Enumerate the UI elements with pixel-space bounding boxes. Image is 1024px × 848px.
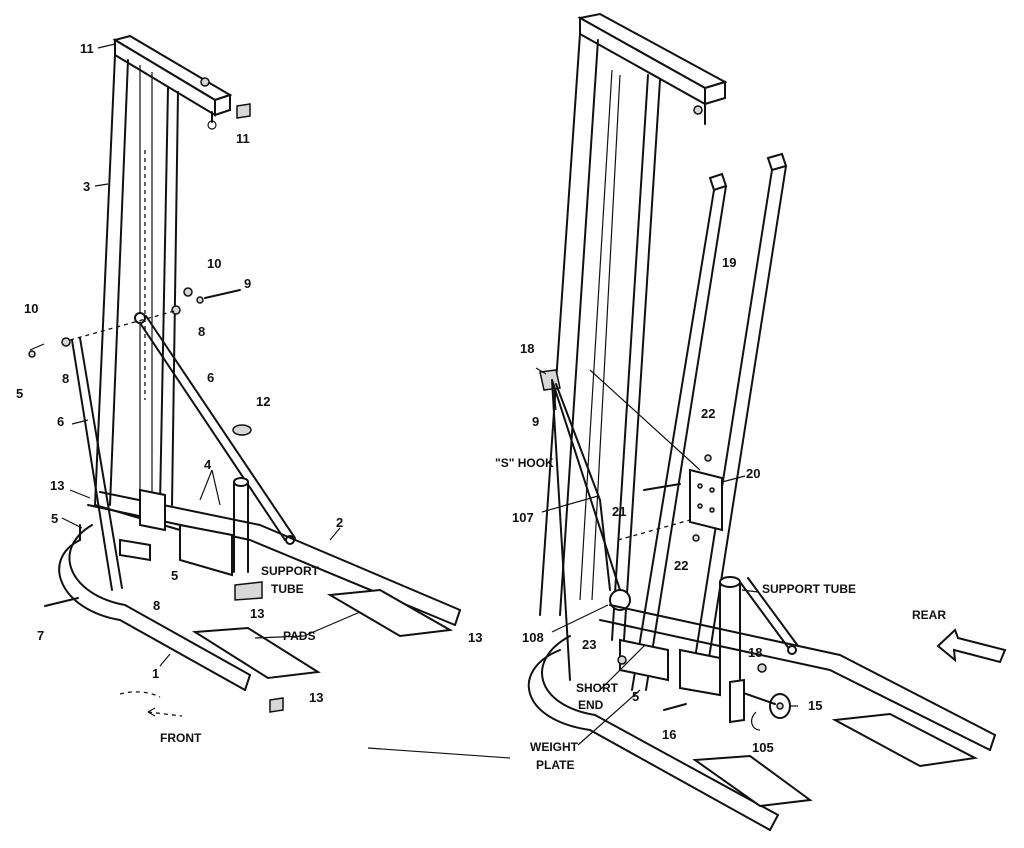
label-9: 9: [244, 276, 251, 291]
label-22-top: 22: [701, 406, 715, 421]
rear-arrow: [936, 628, 1007, 664]
left-arms: [71, 312, 296, 591]
label-pads: PADS: [283, 629, 315, 643]
right-labels: 19 18 9 22 "S" HOOK 20 107 21 22 SUPPORT…: [495, 255, 946, 772]
right-bracket: [617, 454, 723, 542]
label-21: 21: [612, 504, 626, 519]
label-weight-plate-1: WEIGHT: [530, 740, 579, 754]
label-5-left: 5: [16, 386, 23, 401]
label-8-left: 8: [62, 371, 69, 386]
label-6-left: 6: [57, 414, 64, 429]
label-10-left: 10: [24, 301, 38, 316]
weight-plate-leader: [367, 747, 511, 759]
leader-lines: [61, 43, 798, 746]
right-top-beam: [577, 12, 728, 125]
left-base: [58, 488, 461, 691]
left-top-beam: [112, 34, 251, 130]
right-assembly: [367, 12, 1007, 831]
label-10-upper: 10: [207, 256, 221, 271]
right-cables: [539, 369, 701, 681]
label-1: 1: [152, 666, 159, 681]
label-11-top: 11: [80, 41, 94, 56]
front-arrow: [119, 691, 183, 717]
label-11-cap: 11: [236, 131, 250, 146]
label-20: 20: [746, 466, 760, 481]
label-22-bottom: 22: [674, 558, 688, 573]
label-weight-plate-2: PLATE: [536, 758, 574, 772]
label-18-bottom: 18: [748, 645, 762, 660]
label-3: 3: [83, 179, 90, 194]
label-6-right: 6: [207, 370, 214, 385]
label-5-mid: 5: [51, 511, 58, 526]
label-7: 7: [37, 628, 44, 643]
label-2: 2: [336, 515, 343, 530]
right-pads: [692, 712, 979, 808]
label-short-end-1: SHORT: [576, 681, 619, 695]
left-assembly: [28, 34, 461, 717]
label-12: 12: [256, 394, 270, 409]
left-upright: [94, 54, 179, 506]
label-13-rear: 13: [468, 630, 482, 645]
label-8-front: 8: [153, 598, 160, 613]
label-15: 15: [808, 698, 822, 713]
right-base: [527, 604, 996, 831]
label-short-end-2: END: [578, 698, 604, 712]
label-13-tube: 13: [250, 606, 264, 621]
label-support-tube-left-1: SUPPORT: [261, 564, 320, 578]
label-19: 19: [722, 255, 736, 270]
label-23: 23: [582, 637, 596, 652]
label-s-hook: "S" HOOK: [495, 456, 554, 470]
label-5-front: 5: [171, 568, 178, 583]
left-pads: [44, 581, 454, 713]
label-4: 4: [204, 457, 212, 472]
label-16: 16: [662, 727, 676, 742]
label-108: 108: [522, 630, 544, 645]
label-13-frame: 13: [50, 478, 64, 493]
label-support-tube-left-2: TUBE: [271, 582, 304, 596]
label-18-top: 18: [520, 341, 534, 356]
label-rear: REAR: [912, 608, 946, 622]
left-hardware: [28, 287, 241, 358]
left-labels: 11 11 3 10 9 10 8 8 5 6 6 12 4 13 2 5 SU…: [16, 41, 482, 745]
label-13-cap: 13: [309, 690, 323, 705]
label-front: FRONT: [160, 731, 202, 745]
label-5-right: 5: [632, 689, 639, 704]
label-107: 107: [512, 510, 534, 525]
label-8-upper: 8: [198, 324, 205, 339]
right-upright: [539, 33, 661, 641]
label-support-tube-right: SUPPORT TUBE: [762, 582, 856, 596]
label-105: 105: [752, 740, 774, 755]
left-support-tube: [232, 424, 252, 573]
right-long-tubes: [631, 152, 788, 691]
label-9-right: 9: [532, 414, 539, 429]
